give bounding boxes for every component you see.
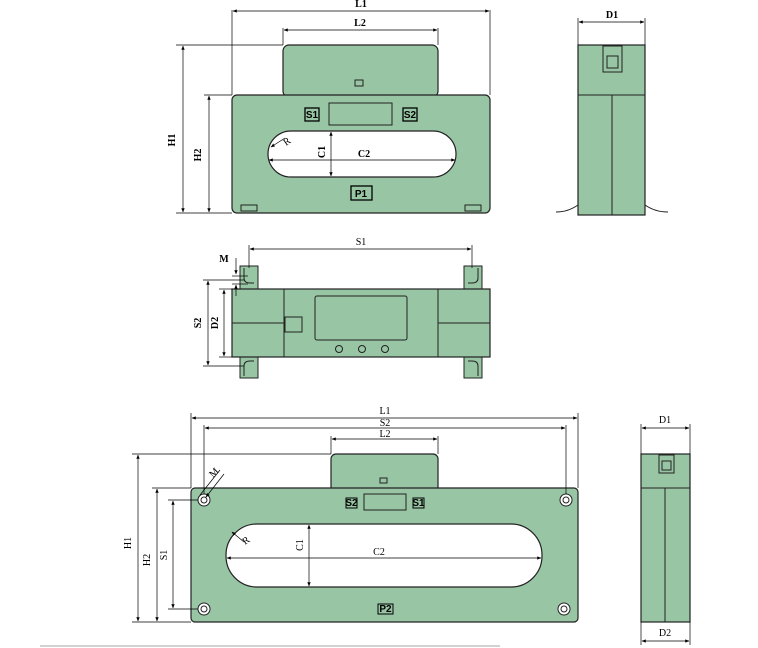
bottom-terminal-s1-label: S1 xyxy=(412,498,425,509)
dim-c1-label: C1 xyxy=(317,146,328,158)
dim-r-line xyxy=(270,137,286,148)
terminal-s2-label: S2 xyxy=(404,110,417,121)
terminal-s1-box xyxy=(304,107,320,122)
dim-s1-label: S1 xyxy=(356,237,367,248)
cap-latch xyxy=(354,79,364,87)
bottom-window-hole xyxy=(225,523,543,588)
bottom-terminal-s2-label: S2 xyxy=(345,498,358,509)
dim-s2-label: S2 xyxy=(193,318,204,329)
terminal-p1-box xyxy=(350,185,373,201)
middle-display xyxy=(314,295,408,341)
led-1 xyxy=(335,345,343,353)
bottom-terminal-p2-box xyxy=(377,603,394,615)
bottom-dim-m-label: M xyxy=(207,466,221,480)
bracket-top-right xyxy=(463,265,483,291)
bottom-dim-s1-label: S1 xyxy=(159,550,170,561)
bottom-side-latch xyxy=(658,454,675,474)
bottom-dim-h2-label: H2 xyxy=(142,554,153,566)
side-latch xyxy=(602,45,623,73)
window-hole xyxy=(267,130,457,178)
dim-l2-label: L2 xyxy=(354,18,366,29)
dim-c2-label: C2 xyxy=(358,149,370,160)
bottom-dim-h1-label: H1 xyxy=(123,537,134,549)
led-2 xyxy=(358,345,366,353)
dim-m-label: M xyxy=(219,254,229,265)
top-side-view: D1 xyxy=(555,10,669,216)
terminal-p1-label: P1 xyxy=(355,189,368,200)
led-3 xyxy=(381,345,389,353)
bottom-dim-c2-label: C2 xyxy=(373,547,385,558)
bottom-terminal-p2-label: P2 xyxy=(379,604,392,615)
bottom-label-plate xyxy=(363,493,407,511)
terminal-s2-box xyxy=(402,107,418,122)
middle-view: S1 M S2 D2 xyxy=(193,237,491,379)
label-plate xyxy=(328,102,393,126)
foot-right xyxy=(464,204,482,212)
bottom-terminal-s2-box xyxy=(345,497,358,509)
middle-connector xyxy=(284,316,303,333)
bottom-side-dim-d1-label: D1 xyxy=(659,415,671,426)
bottom-dim-l1-label: L1 xyxy=(379,406,390,417)
bottom-front-view: S2 S1 P2 L1 S2 L2 H1 H2 S1 C xyxy=(123,406,579,623)
bottom-dim-c1-label: C1 xyxy=(295,539,306,551)
bottom-side-view: D1 D2 xyxy=(640,415,691,645)
bottom-terminal-s1-box xyxy=(412,497,425,509)
bottom-top-cap xyxy=(330,453,439,493)
bracket-top-left xyxy=(239,265,259,291)
dim-d1-label: D1 xyxy=(606,10,618,21)
bracket-bottom-left xyxy=(239,355,259,379)
dim-h1-label: H1 xyxy=(167,134,178,147)
foot-left xyxy=(240,204,258,212)
bracket-bottom-right xyxy=(463,355,483,379)
dim-h2-label: H2 xyxy=(193,149,204,162)
top-front-view: S1 S2 P1 L1 L2 H1 H2 C1 C2 R xyxy=(167,0,491,214)
bottom-side-dim-d2-label: D2 xyxy=(659,628,671,639)
top-cap xyxy=(282,44,439,98)
bottom-dim-l2-label: L2 xyxy=(379,429,390,440)
bottom-dim-s2-label: S2 xyxy=(380,418,391,429)
dim-l1-label: L1 xyxy=(355,0,367,10)
terminal-s1-label: S1 xyxy=(306,110,319,121)
dim-d2-label: D2 xyxy=(210,317,221,329)
